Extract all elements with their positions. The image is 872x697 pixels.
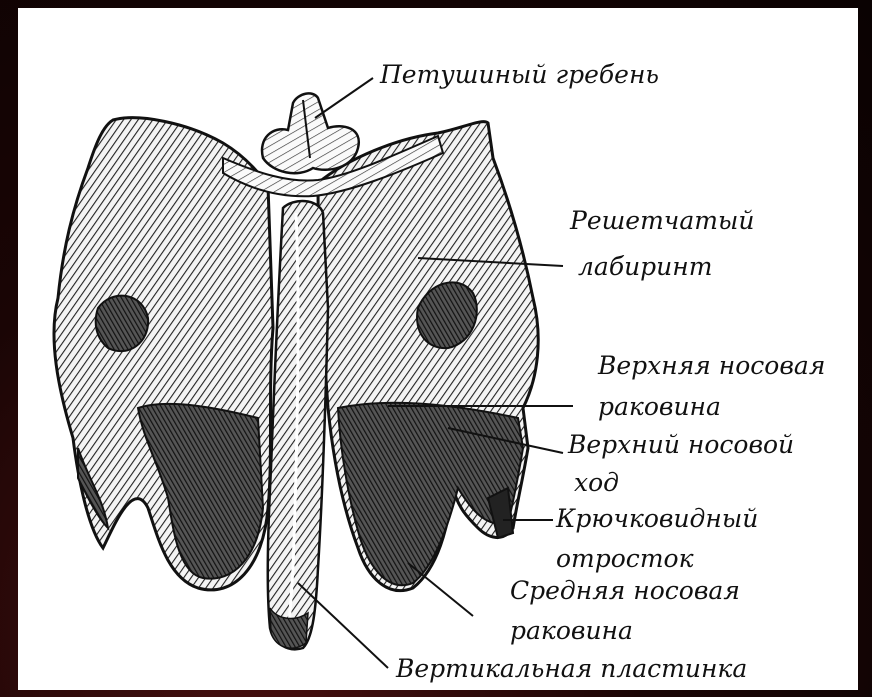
- label-perpendicular-plate: Вертикальная пластинка: [396, 656, 747, 682]
- label-uncinate-line1: Крючковидный: [556, 506, 758, 532]
- leader-crista-galli: [315, 78, 373, 118]
- label-sup-meatus-line1: Верхний носовой: [568, 432, 794, 458]
- label-crista-galli: Петушиный гребень: [380, 62, 659, 88]
- crista-galli: [262, 93, 359, 173]
- label-labyrinth-line2: лабиринт: [578, 254, 712, 280]
- label-uncinate-line2: отросток: [556, 546, 694, 572]
- label-mid-concha-line2: раковина: [510, 618, 633, 644]
- label-labyrinth-line1: Решетчатый: [570, 208, 754, 234]
- label-sup-meatus-line2: ход: [574, 470, 619, 496]
- illustration-panel: Петушиный гребень Решетчатый лабиринт Ве…: [18, 8, 858, 690]
- left-cell-opening: [96, 296, 148, 351]
- leader-mid-concha: [408, 563, 473, 616]
- label-sup-concha-line2: раковина: [598, 394, 721, 420]
- label-mid-concha-line1: Средняя носовая: [510, 578, 740, 604]
- label-sup-concha-line1: Верхняя носовая: [598, 353, 825, 379]
